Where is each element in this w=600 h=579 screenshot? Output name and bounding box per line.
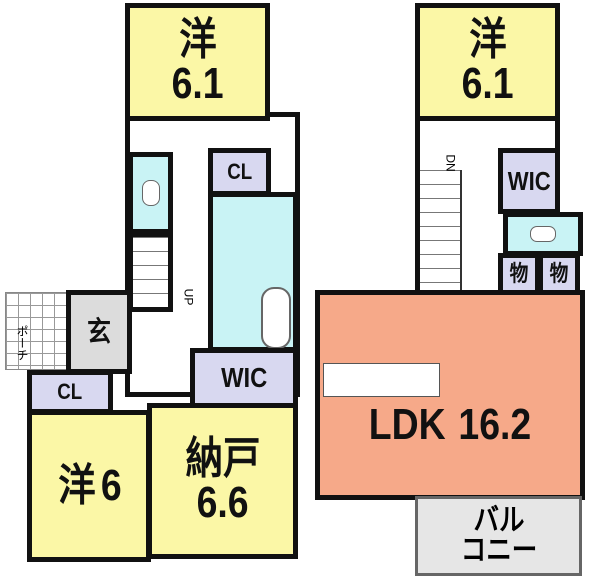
wic-2f: WIC — [498, 148, 560, 214]
bathtub-icon — [261, 287, 291, 349]
closet-1f-top: CL — [208, 148, 271, 196]
room-size: 16.2 — [458, 400, 532, 449]
room-size: 6.1 — [171, 59, 224, 108]
stairs-down-label: DN — [443, 154, 458, 172]
balcony-label-1: バル — [473, 504, 524, 537]
storage-2f-2: 物 — [538, 253, 580, 295]
stairs-2f — [420, 170, 462, 295]
balcony: バル コニー — [415, 496, 582, 576]
toilet-1f — [128, 152, 173, 234]
storage-room-1f: 納戸 6.6 — [147, 403, 298, 559]
kitchen-counter — [323, 363, 440, 397]
bedroom-1f-bottom: 洋 6 — [27, 410, 151, 562]
storage-label: 物 — [509, 261, 529, 286]
bath-1f — [208, 192, 298, 352]
bedroom-1f-top: 洋 6.1 — [125, 3, 270, 121]
entrance: 玄 — [66, 290, 132, 374]
room-size: 6 — [100, 461, 122, 510]
toilet-2f — [503, 212, 583, 256]
closet-1f-bottom: CL — [27, 370, 113, 414]
room-name: 洋 — [178, 15, 217, 64]
closet-label: CL — [57, 379, 83, 404]
storage-label: 物 — [549, 261, 569, 286]
wic-label: WIC — [220, 362, 268, 393]
bedroom-2f: 洋 6.1 — [415, 3, 560, 121]
balcony-label-2: コニー — [460, 534, 537, 567]
room-name: LDK — [368, 400, 446, 449]
porch-label: ポーチ — [15, 325, 29, 361]
stairs-up-label: UP — [181, 288, 196, 306]
porch — [5, 292, 72, 370]
stairs-1f — [128, 232, 173, 312]
entrance-label: 玄 — [87, 316, 111, 347]
room-name: 納戸 — [185, 434, 260, 483]
room-name: 洋 — [468, 15, 507, 64]
wic-1f: WIC — [190, 348, 298, 408]
room-size: 6.1 — [461, 59, 514, 108]
room-size: 6.6 — [196, 478, 249, 527]
closet-label: CL — [227, 159, 252, 184]
wic-label: WIC — [507, 166, 551, 196]
toilet-icon — [530, 226, 556, 242]
ldk: LDK 16.2 — [315, 290, 585, 500]
storage-2f-1: 物 — [498, 253, 540, 295]
room-name: 洋 — [58, 461, 96, 510]
toilet-icon — [141, 180, 160, 206]
